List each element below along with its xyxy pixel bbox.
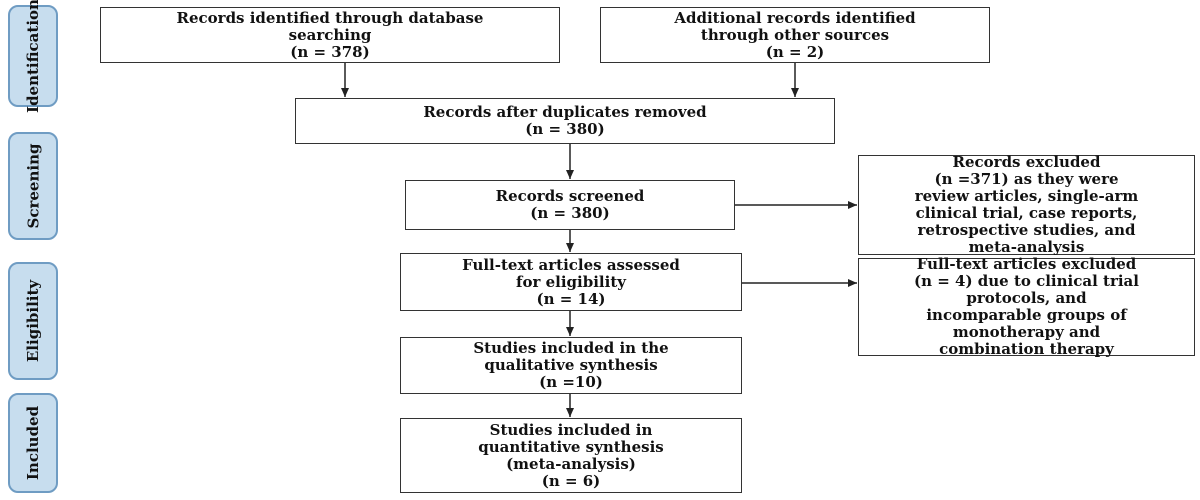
box-text-line: through other sources: [700, 25, 890, 44]
box-duplicates-removed: Records after duplicates removed (n = 38…: [295, 98, 835, 144]
box-text-line: (n = 2): [765, 42, 825, 61]
box-text-line: combination therapy: [939, 340, 1114, 358]
phase-label-identification: Identification: [8, 0, 58, 113]
box-text-line: incomparable groups of: [926, 306, 1127, 324]
box-text-line: (n = 14): [536, 289, 606, 308]
box-text-line: Additional records identified: [674, 8, 916, 27]
box-text-line: (n = 378): [290, 42, 370, 61]
box-text-line: (n = 380): [530, 204, 610, 222]
box-text-line: searching: [288, 25, 372, 44]
box-text-line: protocols, and: [966, 289, 1087, 307]
box-text-line: Records excluded: [952, 153, 1101, 171]
box-text-line: qualitative synthesis: [484, 356, 658, 374]
box-qualitative-synthesis: Studies included in the qualitative synt…: [400, 337, 742, 394]
box-text-line: (n =10): [539, 373, 603, 391]
phase-label-included: Included: [8, 393, 58, 493]
box-text-line: (n = 380): [525, 120, 605, 138]
box-text-line: meta-analysis: [968, 238, 1085, 256]
box-text-line: clinical trial, case reports,: [915, 204, 1138, 222]
box-records-database: Records identified through database sear…: [100, 7, 560, 63]
box-text-line: Records identified through database: [176, 8, 484, 27]
box-records-excluded: Records excluded (n =371) as they were r…: [858, 153, 1195, 256]
box-text-line: (n =371) as they were: [934, 170, 1119, 188]
box-text-line: Studies included in the: [473, 339, 669, 357]
box-records-other-sources: Additional records identified through ot…: [600, 7, 990, 63]
box-text-line: review articles, single-arm: [914, 187, 1139, 205]
box-text-line: for eligibility: [516, 272, 626, 291]
box-text-line: Studies included in: [489, 420, 653, 439]
box-quantitative-synthesis: Studies included in quantitative synthes…: [400, 418, 742, 493]
phase-label-screening: Screening: [8, 132, 58, 240]
box-text-line: (meta-analysis): [506, 454, 636, 473]
box-text-line: quantitative synthesis: [478, 437, 664, 456]
box-text-line: (n = 4) due to clinical trial: [914, 272, 1139, 290]
box-text-line: monotherapy and: [952, 323, 1101, 341]
box-text-line: retrospective studies, and: [917, 221, 1136, 239]
phase-label-eligibility: Eligibility: [8, 262, 58, 380]
box-records-screened: Records screened (n = 380): [405, 180, 735, 230]
box-text-line: Full-text articles excluded: [916, 255, 1137, 273]
box-text-line: (n = 6): [541, 471, 601, 490]
box-text-line: Records after duplicates removed: [423, 103, 707, 121]
box-fulltext-assessed: Full-text articles assessed for eligibil…: [400, 253, 742, 311]
box-fulltext-excluded: Full-text articles excluded (n = 4) due …: [858, 255, 1195, 358]
box-text-line: Full-text articles assessed: [462, 255, 680, 274]
box-text-line: Records screened: [495, 187, 645, 205]
